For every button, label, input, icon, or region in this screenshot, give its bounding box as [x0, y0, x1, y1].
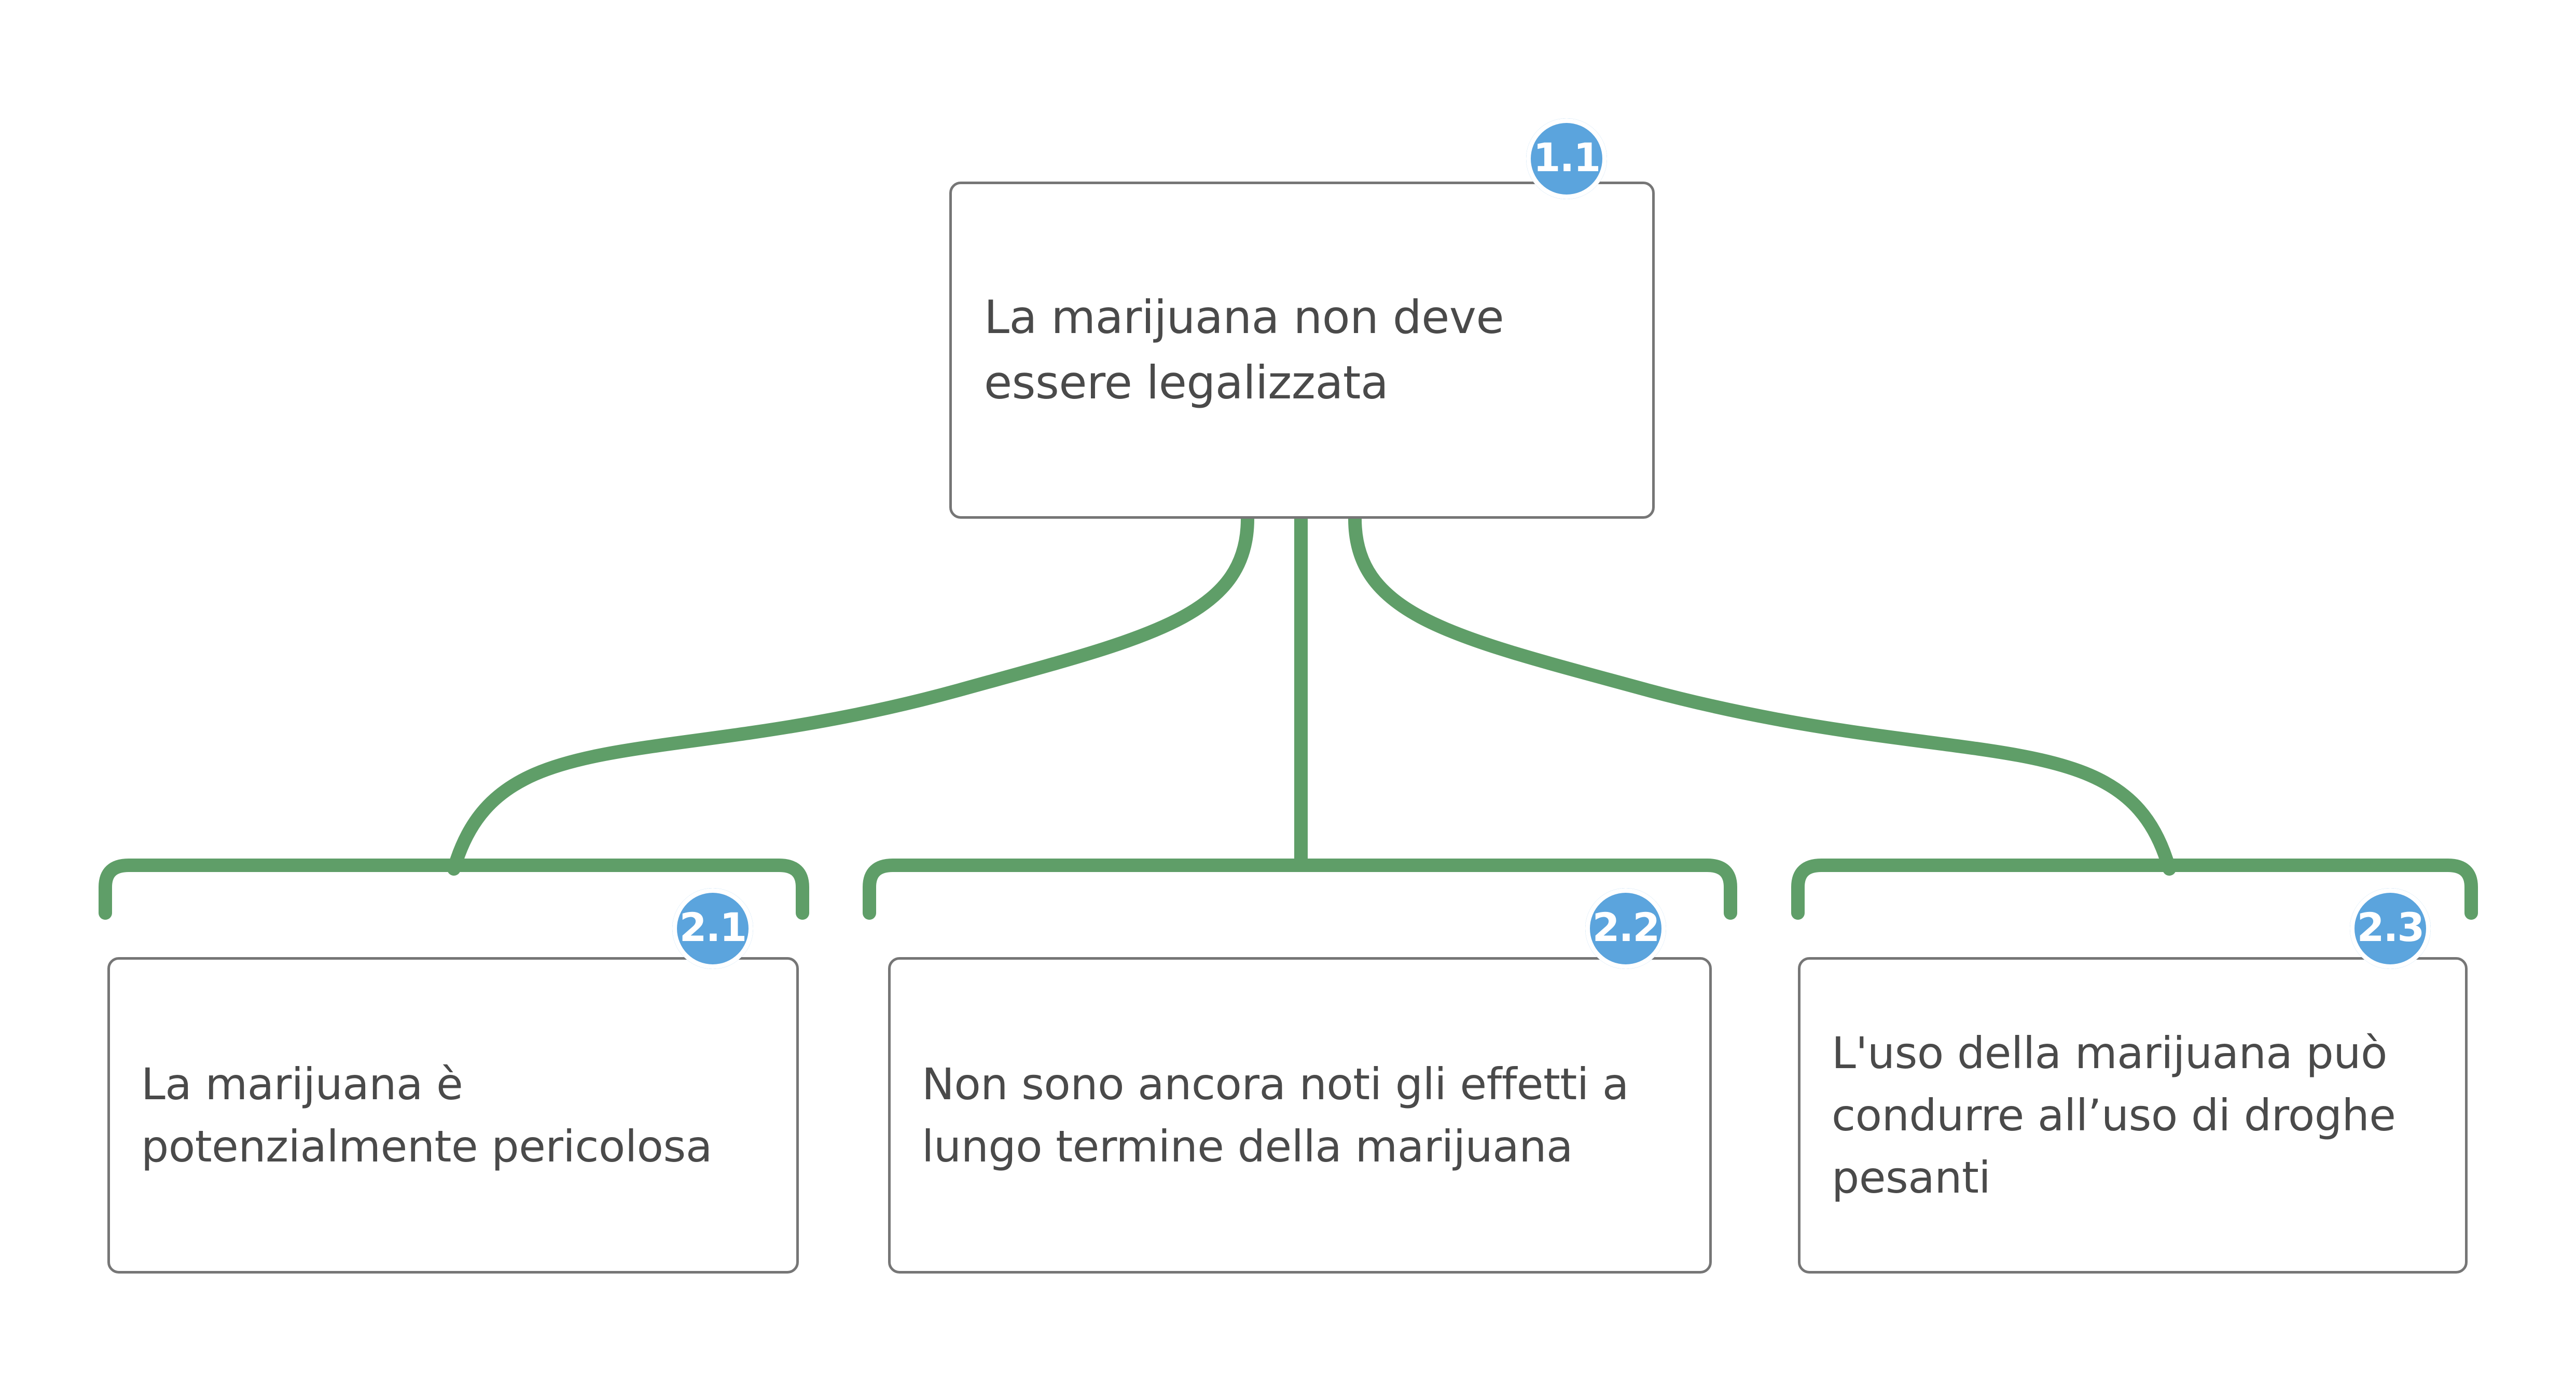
bracket-2-1: [99, 859, 809, 920]
badge-node-1-1: 1.1: [1526, 118, 1607, 199]
node-reason-2-1[interactable]: La marijuana è potenzialmente pericolosa: [107, 957, 799, 1274]
badge-node-2-3: 2.3: [2350, 888, 2431, 969]
badge-label-2-3: 2.3: [2357, 904, 2425, 950]
badge-label-2-1: 2.1: [679, 904, 747, 950]
node-reason-2-1-text: La marijuana è potenzialmente pericolosa: [141, 1058, 712, 1172]
edge-root-to-2-3: [1348, 512, 2176, 876]
badge-label-2-2: 2.2: [1592, 904, 1660, 950]
node-root-claim[interactable]: La marijuana non deve essere legalizzata: [949, 182, 1655, 519]
badge-node-2-2: 2.2: [1585, 888, 1666, 969]
node-reason-2-2[interactable]: Non sono ancora noti gli effetti a lungo…: [888, 957, 1712, 1274]
bracket-2-2: [863, 859, 1737, 920]
badge-node-2-1: 2.1: [672, 888, 753, 969]
node-root-text: La marijuana non deve essere legalizzata: [984, 291, 1504, 409]
node-reason-2-2-text: Non sono ancora noti gli effetti a lungo…: [922, 1058, 1629, 1172]
node-reason-2-3-text: L'uso della marijuana può condurre all’u…: [1832, 1027, 2396, 1204]
bracket-2-3: [1791, 859, 2478, 920]
edge-root-to-2-1: [447, 512, 1254, 876]
node-reason-2-3[interactable]: L'uso della marijuana può condurre all’u…: [1798, 957, 2468, 1274]
badge-label-1-1: 1.1: [1533, 134, 1601, 181]
